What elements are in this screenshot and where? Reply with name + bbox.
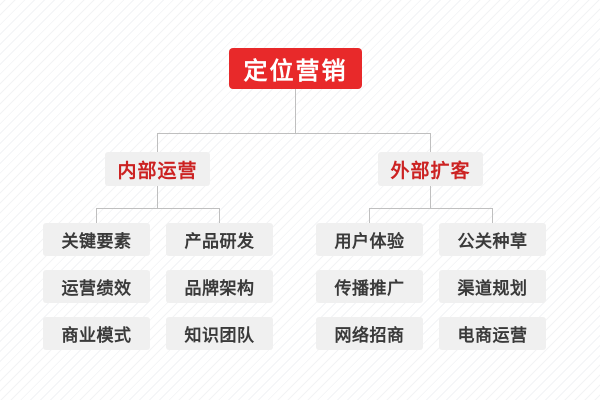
leaf-internal-r2-c1[interactable]: 运营绩效	[43, 270, 150, 303]
connector-internal-stem	[157, 186, 158, 208]
leaf-external-r1-c2[interactable]: 公关种草	[439, 223, 546, 256]
connector-external-drop-col2	[492, 208, 493, 223]
connector-external-stem	[430, 186, 431, 208]
leaf-external-r2-c2[interactable]: 渠道规划	[439, 270, 546, 303]
leaf-external-r1-c1[interactable]: 用户体验	[316, 223, 423, 256]
leaf-internal-r2-c2[interactable]: 品牌架构	[166, 270, 273, 303]
connector-internal-bar	[96, 208, 219, 209]
leaf-internal-r3-c1[interactable]: 商业模式	[43, 317, 150, 350]
connector-internal-drop-col2	[219, 208, 220, 223]
leaf-internal-r1-c2[interactable]: 产品研发	[166, 223, 273, 256]
node-root[interactable]: 定位营销	[229, 48, 362, 89]
leaf-external-r3-c2[interactable]: 电商运营	[439, 317, 546, 350]
connector-root-bar	[157, 133, 431, 134]
connector-branch-drop-right	[430, 133, 431, 152]
connector-external-bar	[369, 208, 492, 209]
leaf-internal-r3-c2[interactable]: 知识团队	[166, 317, 273, 350]
connector-branch-drop-left	[157, 133, 158, 152]
node-branch-internal[interactable]: 内部运营	[105, 152, 210, 186]
leaf-internal-r1-c1[interactable]: 关键要素	[43, 223, 150, 256]
connector-external-drop-col1	[369, 208, 370, 223]
node-branch-external[interactable]: 外部扩客	[378, 152, 483, 186]
leaf-external-r2-c1[interactable]: 传播推广	[316, 270, 423, 303]
connector-internal-drop-col1	[96, 208, 97, 223]
leaf-external-r3-c1[interactable]: 网络招商	[316, 317, 423, 350]
connector-root-stem	[295, 89, 296, 133]
